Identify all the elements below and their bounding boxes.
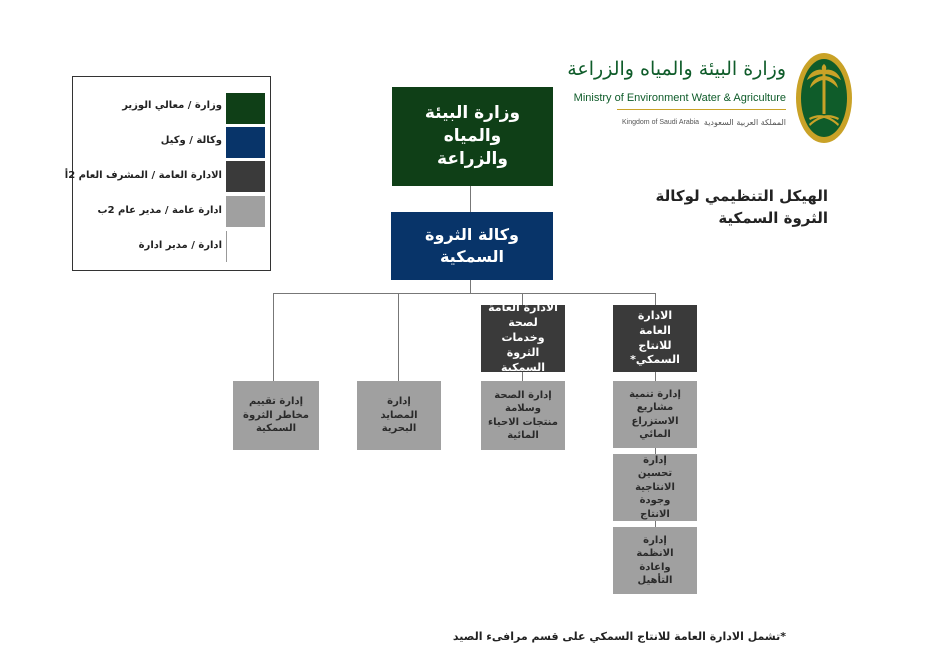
- connector-drop-production: [655, 293, 656, 305]
- node-dir-safety: إدارة الصحة وسلامة منتجات الاحياء المائي…: [481, 381, 565, 450]
- connector-aquaculture-productivity: [655, 448, 656, 454]
- node-agency-fisheries: وكالة الثروة السمكية: [391, 212, 553, 280]
- connector-production-aquaculture: [655, 372, 656, 381]
- legend-label-directorate: ادارة / مدير ادارة: [138, 240, 222, 251]
- kingdom-name-arabic: المملكة العربية السعودية: [703, 118, 786, 127]
- chart-title-line2: الثروة السمكية: [718, 208, 828, 227]
- node-dir-productivity: إدارة تحسين الانتاجية وجودة الانتاج: [613, 454, 697, 521]
- ministry-name-arabic: وزارة البيئة والمياه والزراعة: [567, 58, 786, 80]
- legend-label-directorate-general: ادارة عامة / مدير عام 2ب: [97, 205, 222, 216]
- node-ministry: وزارة البيئة والمياه والزراعة: [392, 87, 553, 186]
- legend-label-agency: وكالة / وكيل: [160, 135, 222, 146]
- node-general-health: الادارة العامة لصحة وخدمات الثروة السمكي…: [481, 301, 565, 374]
- ministry-logo-emblem: [795, 52, 853, 144]
- legend-swatch-ministry: [226, 93, 265, 124]
- node-dir-risk: إدارة تقييم مخاطر الثروة السمكية: [233, 381, 319, 450]
- legend-label-general: الادارة العامة / المشرف العام 2أ: [64, 170, 222, 181]
- node-dir-marine: إدارة المصايد البحرية: [357, 381, 441, 450]
- legend-swatch-directorate-border: [226, 231, 227, 262]
- ministry-name-english: Ministry of Environment Water & Agricult…: [573, 92, 786, 104]
- connector-drop-risk: [273, 293, 274, 381]
- node-dir-regulations: إدارة الانظمة واعادة التأهيل: [613, 527, 697, 594]
- connector-agency-down: [470, 280, 471, 293]
- connector-productivity-regulations: [655, 521, 656, 527]
- chart-title-line1: الهيكل التنظيمي لوكالة: [655, 187, 828, 205]
- node-general-production: الادارة العامة للانتاج السمكي*: [613, 305, 697, 372]
- legend: وزارة / معالي الوزير وكالة / وكيل الادار…: [65, 76, 271, 271]
- palm-swords-icon: [796, 53, 852, 143]
- connector-ministry-agency: [470, 186, 471, 212]
- footnote: *تشمل الادارة العامة للانتاج السمكي على …: [452, 630, 786, 643]
- legend-swatch-directorate-general: [226, 196, 265, 227]
- chart-title: الهيكل التنظيمي لوكالة الثروة السمكية: [656, 186, 828, 230]
- legend-swatch-general: [226, 161, 265, 192]
- kingdom-name-english: Kingdom of Saudi Arabia: [622, 119, 700, 126]
- connector-drop-health: [522, 293, 523, 305]
- node-dir-aquaculture: إدارة تنمية مشاريع الاستزراع المائي: [613, 381, 697, 448]
- connector-health-safety: [522, 372, 523, 381]
- logo-divider: [617, 109, 786, 110]
- legend-label-ministry: وزارة / معالي الوزير: [122, 100, 222, 111]
- legend-swatch-agency: [226, 127, 265, 158]
- connector-drop-marine: [398, 293, 399, 381]
- connector-horizontal-bus: [273, 293, 656, 294]
